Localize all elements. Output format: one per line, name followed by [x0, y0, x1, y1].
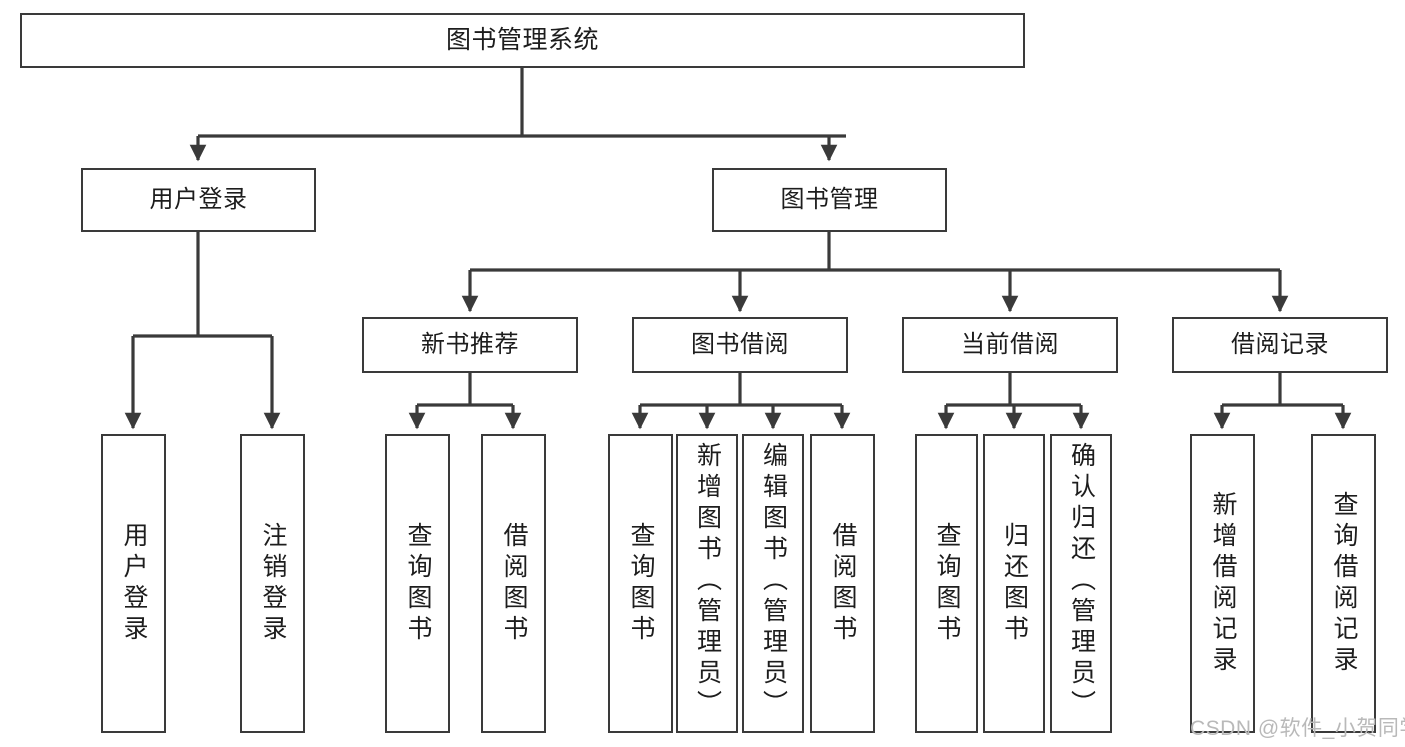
node-new-book-recommend[interactable]: 新书推荐 [362, 317, 578, 373]
node-leaf-query-record[interactable]: 查询借阅记录 [1311, 434, 1376, 733]
node-leaf-borrow-book-1[interactable]: 借阅图书 [481, 434, 546, 733]
node-book-manage[interactable]: 图书管理 [712, 168, 947, 232]
node-leaf-user-login-label: 用户登录 [120, 521, 148, 646]
node-leaf-query-book-3[interactable]: 查询图书 [915, 434, 978, 733]
node-leaf-borrow-book-2-label: 借阅图书 [829, 521, 857, 646]
node-book-borrow-label: 图书借阅 [691, 330, 789, 358]
node-leaf-borrow-book-2[interactable]: 借阅图书 [810, 434, 875, 733]
node-new-book-recommend-label: 新书推荐 [421, 330, 519, 358]
node-leaf-user-login[interactable]: 用户登录 [101, 434, 166, 733]
node-leaf-query-record-label: 查询借阅记录 [1330, 490, 1358, 677]
node-current-borrow[interactable]: 当前借阅 [902, 317, 1118, 373]
node-current-borrow-label: 当前借阅 [961, 330, 1059, 358]
node-leaf-query-book-1-label: 查询图书 [404, 521, 432, 646]
node-leaf-borrow-book-1-label: 借阅图书 [500, 521, 528, 646]
node-user-login[interactable]: 用户登录 [81, 168, 316, 232]
node-root-label: 图书管理系统 [445, 25, 599, 54]
node-borrow-record[interactable]: 借阅记录 [1172, 317, 1388, 373]
node-leaf-query-book-3-label: 查询图书 [933, 521, 961, 646]
node-leaf-add-book-label: 新增图书（管理员） [693, 442, 722, 721]
node-borrow-record-label: 借阅记录 [1231, 330, 1329, 358]
node-leaf-add-book[interactable]: 新增图书（管理员） [676, 434, 738, 733]
node-book-borrow[interactable]: 图书借阅 [632, 317, 848, 373]
node-book-manage-label: 图书管理 [780, 185, 879, 213]
node-leaf-query-book-1[interactable]: 查询图书 [385, 434, 450, 733]
node-leaf-add-record-label: 新增借阅记录 [1209, 490, 1237, 677]
node-leaf-confirm-return[interactable]: 确认归还（管理员） [1050, 434, 1112, 733]
node-root[interactable]: 图书管理系统 [20, 13, 1025, 68]
node-leaf-logout-label: 注销登录 [259, 521, 287, 646]
node-leaf-logout[interactable]: 注销登录 [240, 434, 305, 733]
node-leaf-add-record[interactable]: 新增借阅记录 [1190, 434, 1255, 733]
node-leaf-confirm-return-label: 确认归还（管理员） [1067, 442, 1096, 721]
node-leaf-query-book-2[interactable]: 查询图书 [608, 434, 673, 733]
node-leaf-query-book-2-label: 查询图书 [627, 521, 655, 646]
node-leaf-edit-book[interactable]: 编辑图书（管理员） [742, 434, 804, 733]
node-leaf-return-book-label: 归还图书 [1000, 521, 1029, 646]
node-leaf-return-book[interactable]: 归还图书 [983, 434, 1045, 733]
csdn-watermark: CSDN @软件_小贺同学 [1190, 717, 1405, 740]
node-leaf-edit-book-label: 编辑图书（管理员） [759, 442, 788, 721]
node-user-login-label: 用户登录 [149, 185, 248, 213]
